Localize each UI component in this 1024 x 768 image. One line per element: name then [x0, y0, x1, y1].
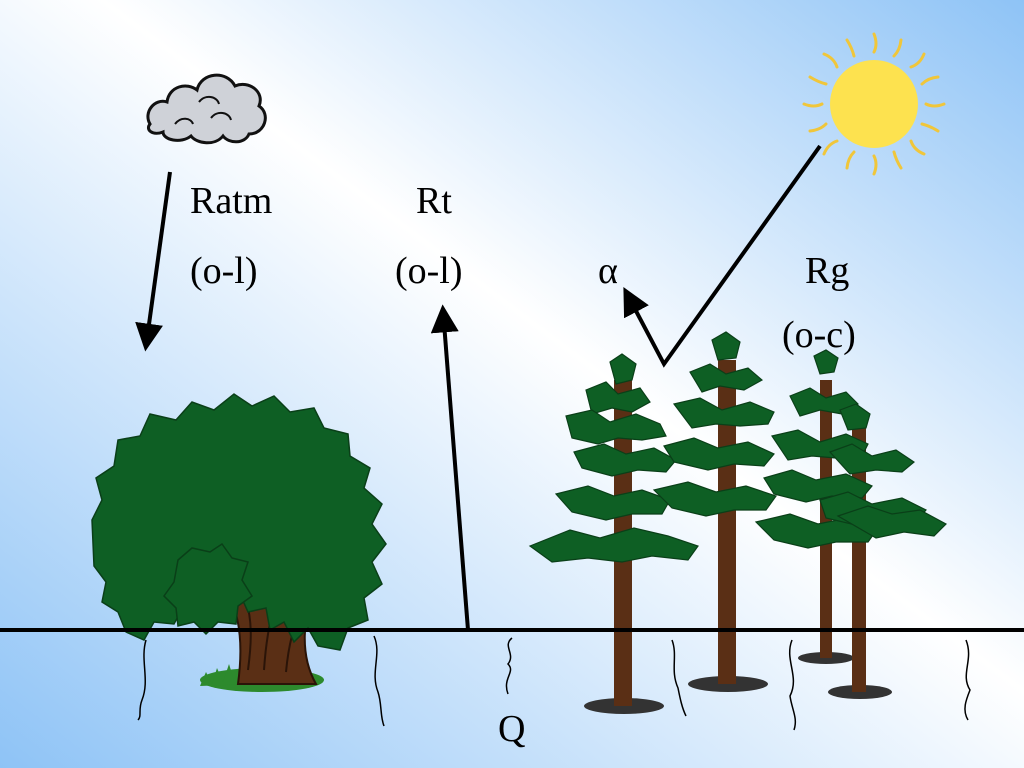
rg-albedo-arrow [623, 144, 822, 368]
cloud-icon [146, 73, 267, 145]
rt-band-label: (o-l) [395, 250, 463, 292]
pine-tree-icon [528, 331, 947, 714]
oak-tree-icon [91, 393, 387, 692]
rg-label: Rg [805, 250, 850, 292]
rt-label: Rt [416, 180, 452, 222]
ratm-band-label: (o-l) [190, 250, 258, 292]
sun-icon [802, 32, 946, 176]
albedo-label: α [598, 250, 618, 292]
rt-arrow [430, 304, 470, 631]
ratm-arrow [135, 171, 172, 352]
ground-heat-flux-label: Q [498, 708, 526, 750]
ratm-label: Ratm [190, 180, 273, 222]
rg-band-label: (o-c) [782, 314, 856, 356]
soil-cracks [137, 635, 971, 731]
